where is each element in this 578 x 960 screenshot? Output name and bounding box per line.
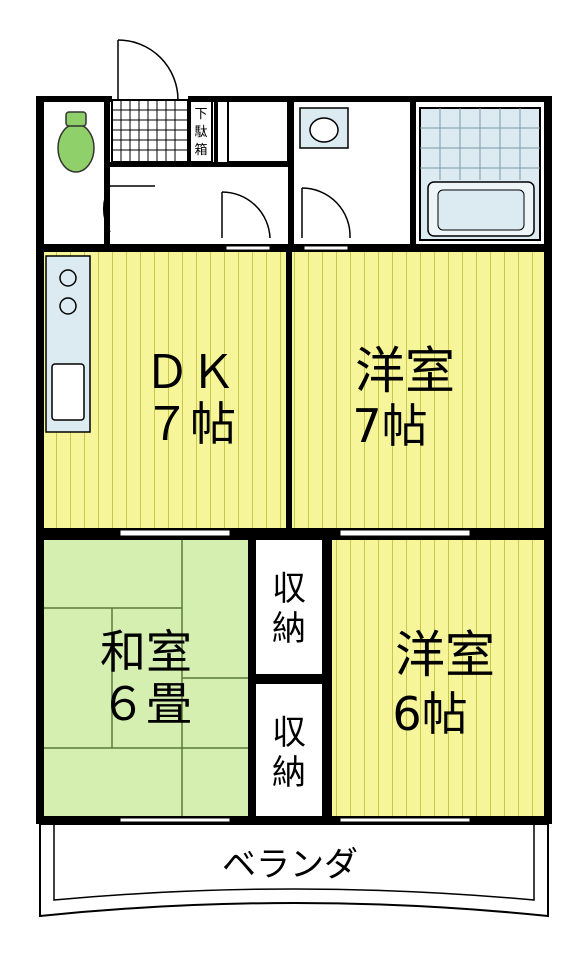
dk-label-line2: ７帖	[144, 397, 236, 451]
balcony: ベランダ	[39, 823, 549, 918]
closet-lower-label-line2: 納	[272, 753, 306, 793]
shoe-box-label-line3: 箱	[194, 142, 207, 158]
closet-lower-label-line1: 収	[272, 713, 306, 753]
closet-upper-label-line2: 納	[272, 609, 306, 649]
japanese-room-label-line1: 和室	[100, 625, 192, 679]
entrance-tile	[111, 99, 189, 163]
stove-burner-icon	[59, 297, 77, 315]
western-room-2-label-line1: 洋室	[395, 626, 495, 684]
bathroom	[419, 107, 541, 241]
shoe-box-label-line1: 下	[194, 107, 207, 122]
stove-burner-icon	[59, 269, 77, 287]
kitchen-counter	[45, 255, 91, 433]
toilet-icon	[57, 111, 95, 173]
western-room-2-label-line2: 6帖	[392, 687, 467, 741]
shoe-box-label-line2: 駄	[194, 125, 207, 140]
closet-upper-label-line1: 収	[272, 569, 306, 609]
closet-upper: 収 納	[256, 540, 322, 674]
western-room-1-label-line2: 7帖	[352, 399, 427, 453]
washbasin-icon	[299, 107, 349, 149]
dk-label-line1: ＤＫ	[144, 345, 236, 399]
balcony-label: ベランダ	[222, 845, 358, 885]
room-dk: ＤＫ ７帖	[44, 252, 286, 528]
room-western-1: 洋室 7帖	[292, 252, 544, 528]
western-room-1-label-line1: 洋室	[355, 342, 455, 400]
closet-lower: 収 納	[256, 684, 322, 816]
japanese-room-label-line2: ６畳	[100, 677, 192, 731]
room-western-2: 洋室 6帖	[332, 540, 544, 816]
sink-icon	[51, 363, 85, 421]
front-door-icon	[117, 39, 179, 101]
room-japanese: 和室 ６畳	[44, 540, 248, 816]
